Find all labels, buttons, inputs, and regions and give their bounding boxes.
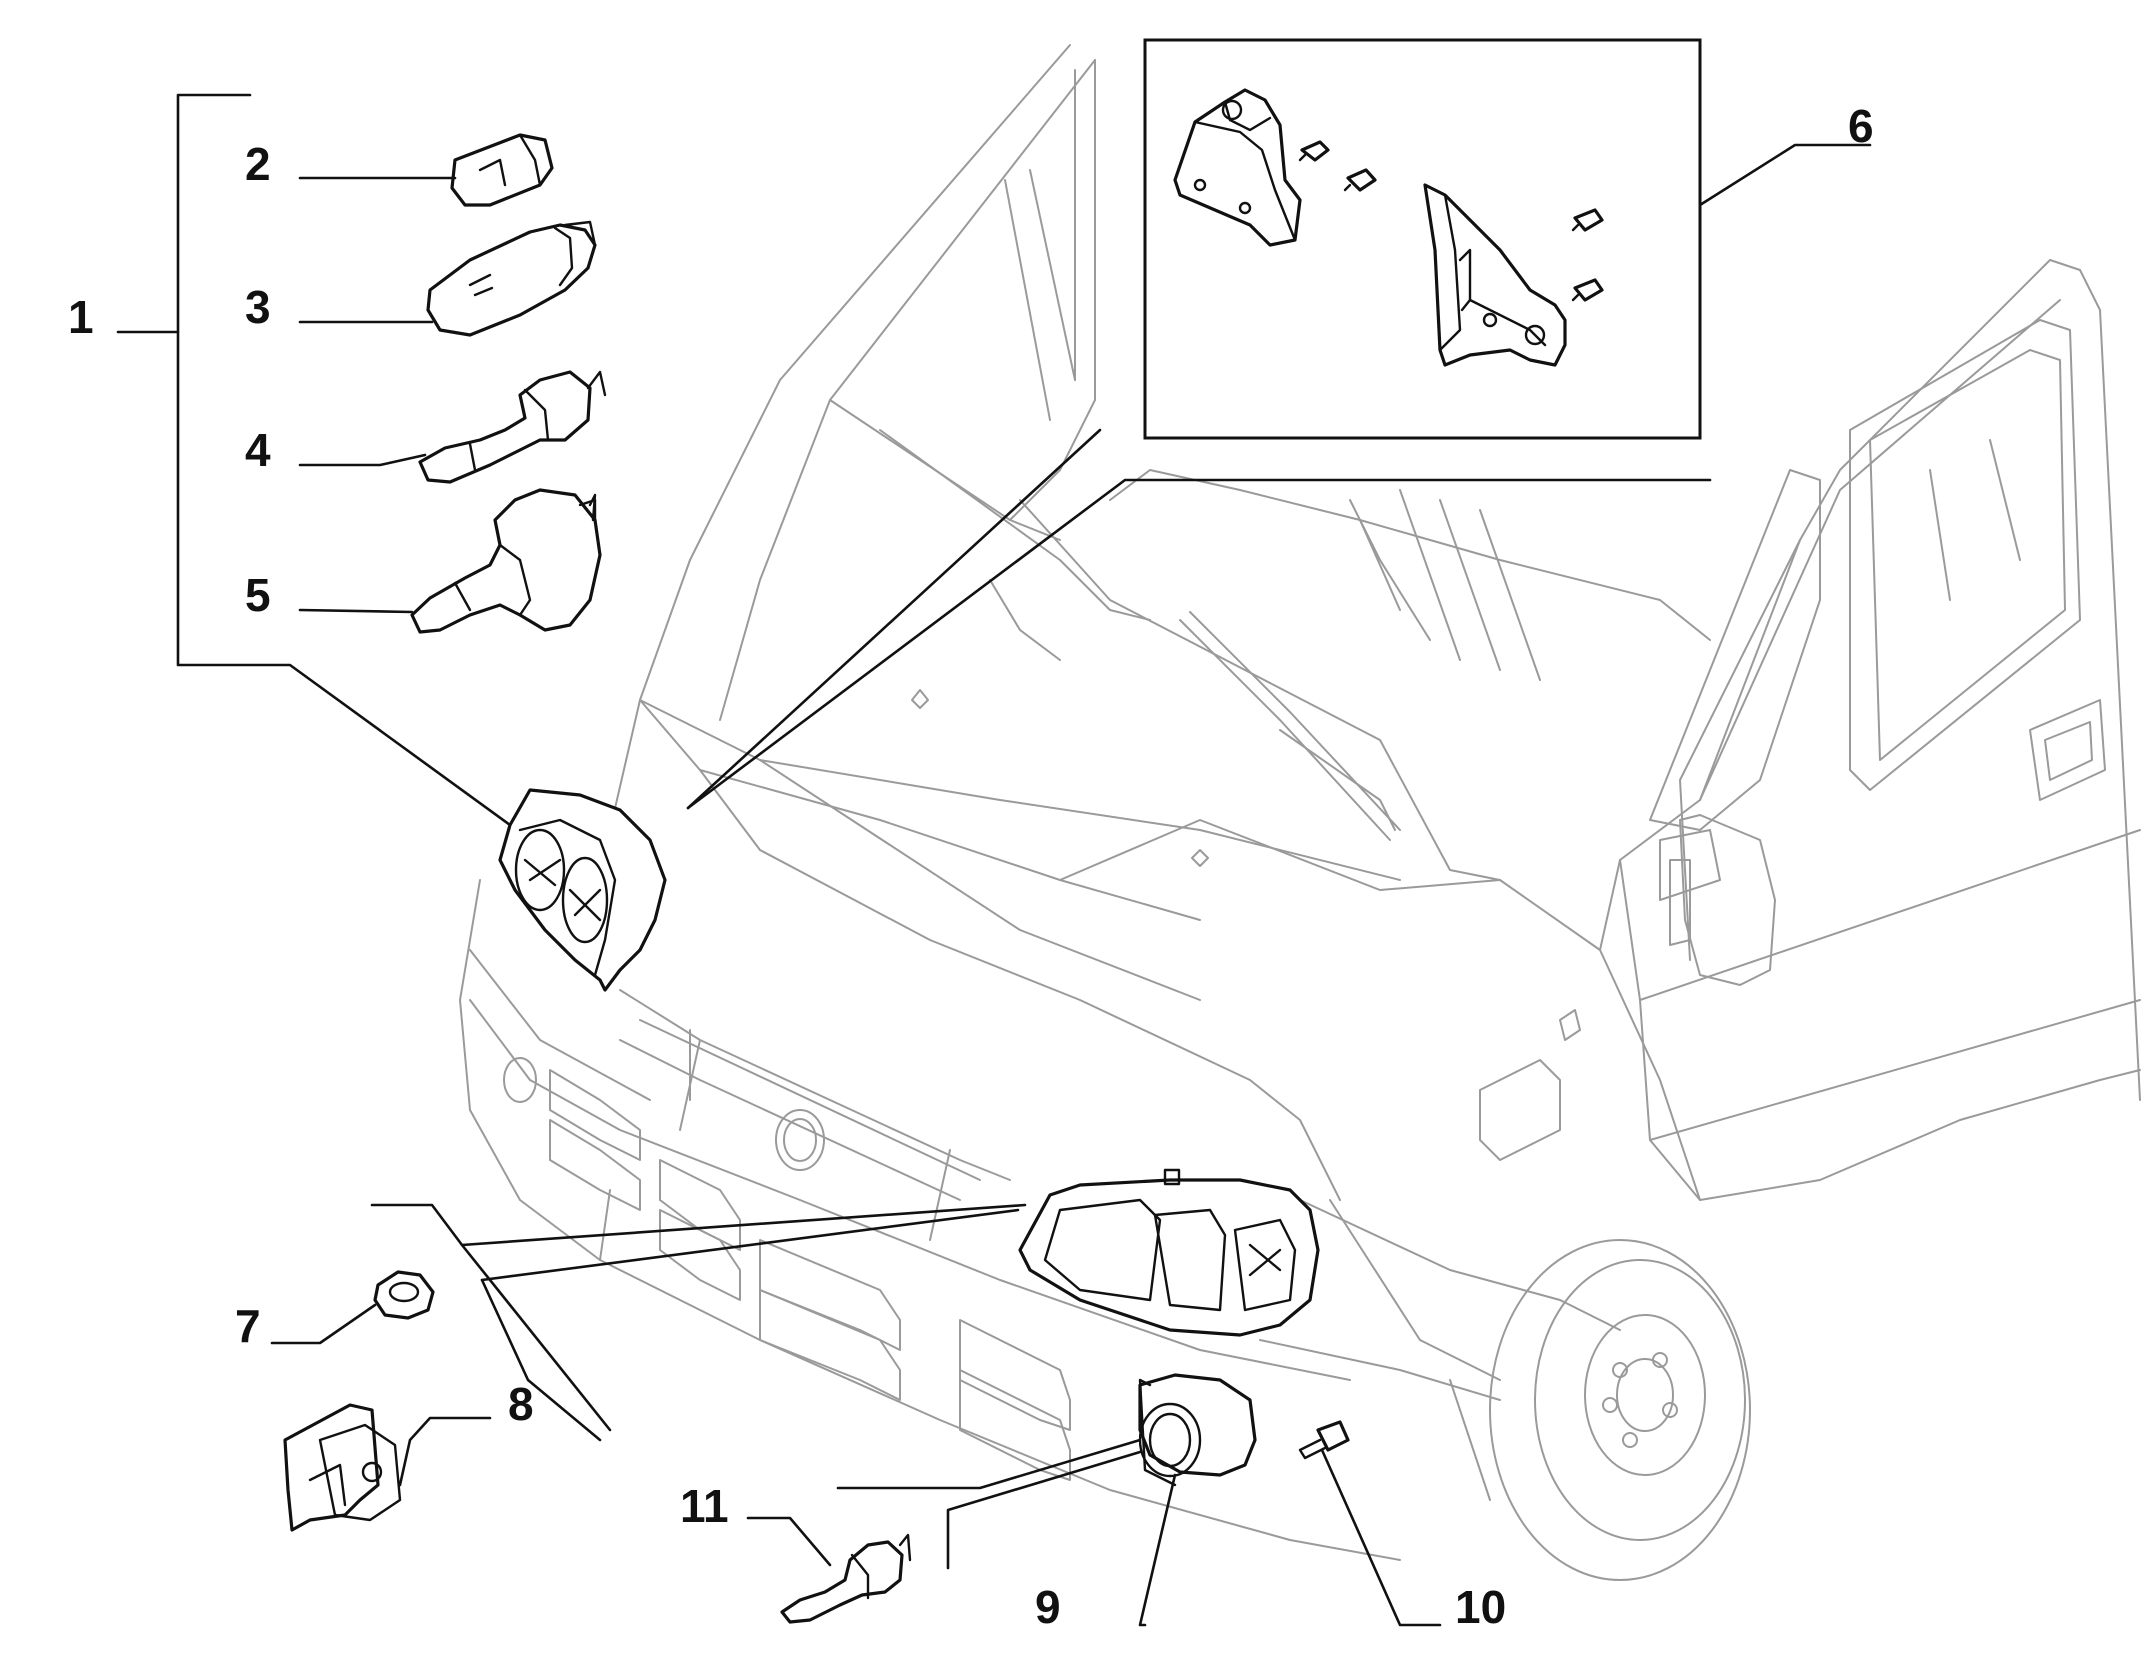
callout-8: 8 bbox=[508, 1378, 534, 1430]
callout-1: 1 bbox=[68, 291, 94, 343]
left-headlamp-assembly bbox=[498, 788, 667, 992]
bulb-11-fog bbox=[780, 1533, 912, 1624]
callout-6: 6 bbox=[1848, 100, 1874, 152]
bulb-2-small-indicator bbox=[450, 133, 554, 207]
bulb-5-halogen bbox=[410, 488, 602, 634]
callout-10: 10 bbox=[1455, 1581, 1506, 1633]
bulb-4-halogen bbox=[418, 370, 607, 484]
callout-labels: 1 2 3 4 5 6 7 8 9 10 11 bbox=[68, 100, 1874, 1633]
bracket-detail-box bbox=[1143, 38, 1702, 440]
callout-4: 4 bbox=[245, 424, 271, 476]
leader-lines bbox=[116, 93, 1872, 1627]
mounting-screw bbox=[1298, 1420, 1350, 1460]
screw-set bbox=[1298, 140, 1604, 302]
bulb-3-wedge bbox=[426, 220, 597, 337]
van-body-outline bbox=[459, 44, 2141, 1581]
spring-clip bbox=[283, 1403, 402, 1532]
right-headlamp-assembly bbox=[1018, 1168, 1320, 1337]
fog-lamp bbox=[1138, 1373, 1257, 1487]
callout-3: 3 bbox=[245, 281, 271, 333]
callout-9: 9 bbox=[1035, 1581, 1061, 1633]
callout-11: 11 bbox=[680, 1480, 729, 1532]
callout-2: 2 bbox=[245, 138, 271, 190]
hex-nut bbox=[373, 1270, 435, 1320]
callout-7: 7 bbox=[235, 1300, 261, 1352]
callout-5: 5 bbox=[245, 569, 271, 621]
